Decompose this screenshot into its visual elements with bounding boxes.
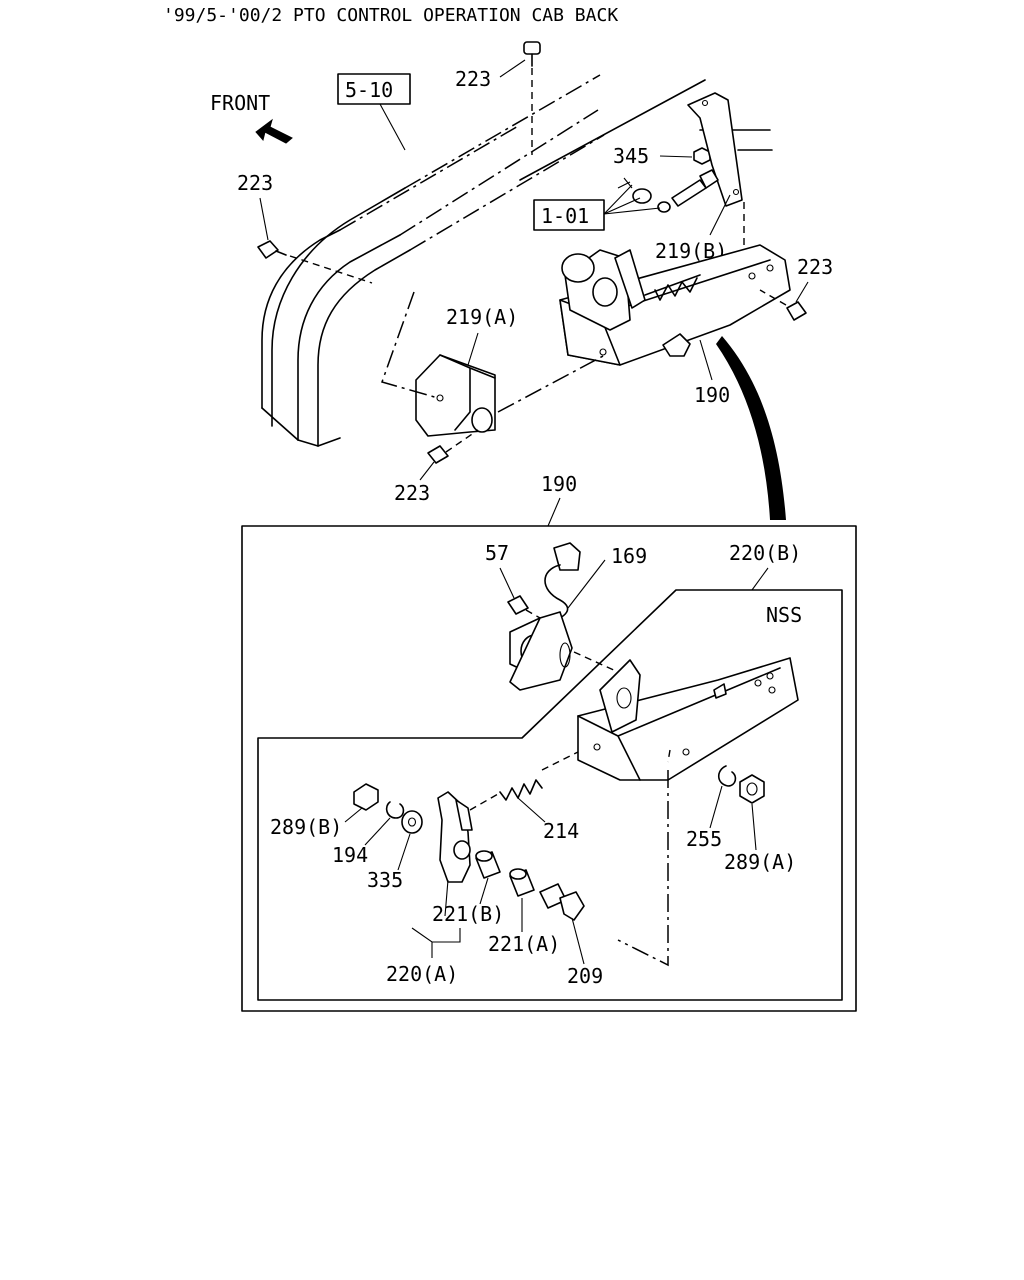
screw-57-icon	[507, 595, 529, 615]
label-223-left: 223	[237, 171, 273, 195]
nut-289b-icon	[353, 783, 379, 811]
label-190-detail: 190	[541, 472, 577, 496]
label-255: 255	[686, 827, 722, 851]
label-335: 335	[367, 868, 403, 892]
washer-335-icon	[401, 810, 423, 834]
label-194: 194	[332, 843, 368, 867]
bolt-223-left-icon	[257, 240, 287, 259]
label-169: 169	[611, 544, 647, 568]
label-209: 209	[567, 964, 603, 988]
bolt-223-top-icon	[523, 41, 541, 67]
bolt-209-icon	[539, 883, 585, 921]
ref-5-10: 5-10	[345, 78, 393, 102]
bracket-219a	[415, 354, 496, 437]
spring-214-icon	[499, 779, 543, 801]
label-219a: 219(A)	[446, 305, 518, 329]
bolt-223-right-icon	[786, 301, 807, 321]
diagram-title: '99/5-'00/2 PTO CONTROL OPERATION CAB BA…	[163, 5, 618, 26]
switch-169	[509, 542, 581, 691]
ref-box-5-10[interactable]	[337, 73, 411, 105]
control-assembly-190	[559, 244, 791, 366]
detail-frame	[241, 525, 857, 1012]
label-345: 345	[613, 144, 649, 168]
nut-289a-icon	[739, 774, 765, 804]
clip-255-icon	[717, 765, 737, 787]
front-arrow-icon	[255, 118, 293, 144]
label-220a: 220(A)	[386, 962, 458, 986]
label-190-top: 190	[694, 383, 730, 407]
detail-inner-frame	[257, 589, 843, 1001]
ref-1-01: 1-01	[541, 204, 589, 228]
label-223-bottom: 223	[394, 481, 430, 505]
lever-220a	[437, 791, 473, 883]
cable-link-1-01	[617, 169, 719, 213]
front-label: FRONT	[210, 91, 270, 115]
label-223-right: 223	[797, 255, 833, 279]
detail-pointer	[716, 336, 786, 520]
label-221a: 221(A)	[488, 932, 560, 956]
bushing-221a-icon	[509, 868, 535, 897]
label-220b: 220(B)	[729, 541, 801, 565]
bracket-220b	[577, 657, 799, 781]
bushing-221b-icon	[475, 850, 501, 879]
label-289a: 289(A)	[724, 850, 796, 874]
label-223-top: 223	[455, 67, 491, 91]
label-221b: 221(B)	[432, 902, 504, 926]
label-57: 57	[485, 541, 509, 565]
bracket-219b	[687, 92, 743, 207]
label-nss: NSS	[766, 603, 802, 627]
label-289b: 289(B)	[270, 815, 342, 839]
ref-box-1-01[interactable]	[533, 199, 605, 231]
clip-194-icon	[385, 801, 405, 819]
bolt-223-bottom-icon	[427, 445, 449, 464]
label-214: 214	[543, 819, 579, 843]
